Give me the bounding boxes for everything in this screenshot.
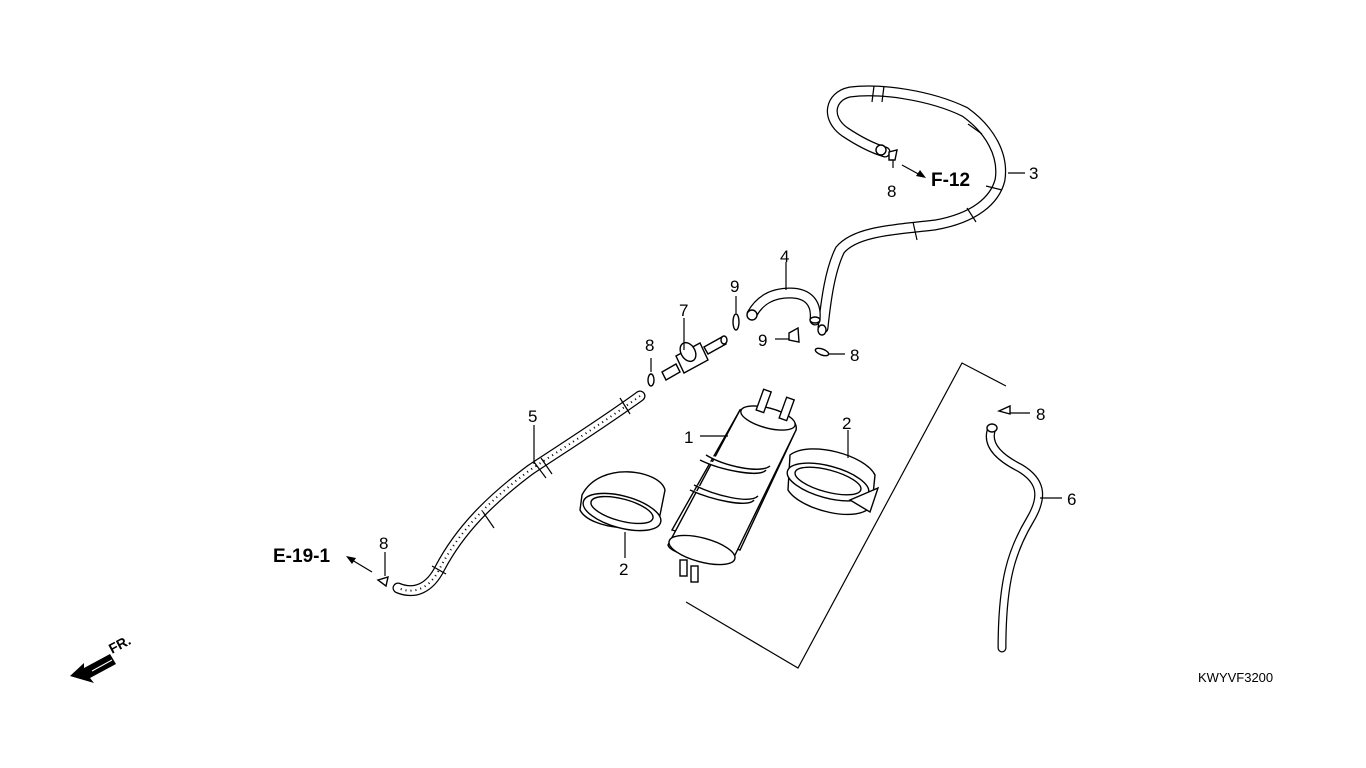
hose-3 [817, 85, 1007, 336]
assembly-bracket-outline [685, 362, 1007, 669]
hose-4 [746, 287, 821, 326]
part-label-7: 7 [679, 301, 688, 320]
clip-9-lower [788, 326, 800, 343]
part-label-2-right: 2 [842, 414, 851, 433]
e191-ref-arrow [346, 556, 373, 573]
part-label-2-left: 2 [619, 560, 628, 579]
part-label-8-e19: 8 [379, 534, 388, 553]
leader-lines [384, 160, 1062, 576]
fuel-pump-1 [667, 388, 797, 583]
part-label-1: 1 [684, 428, 693, 447]
hose-6 [985, 423, 1044, 653]
front-direction-arrow-icon [70, 654, 116, 683]
drawing-code: KWYVF3200 [1198, 670, 1273, 685]
fuel-filter-7 [661, 335, 728, 381]
part-label-8-f12: 8 [887, 182, 896, 201]
reference-e19-1[interactable]: E-19-1 [273, 546, 330, 567]
clip-8-near-e19 [376, 575, 389, 588]
part-label-4: 4 [780, 247, 789, 266]
clip-8-near-hose3-end [814, 347, 830, 357]
clip-8-near-hose6 [996, 404, 1011, 415]
part-label-8-hose6: 8 [1036, 405, 1045, 424]
part-label-5: 5 [528, 407, 537, 426]
rubber-mount-2-right [786, 448, 880, 516]
part-label-9-upper: 9 [730, 277, 739, 296]
part-label-9-lower: 9 [758, 331, 767, 350]
part-label-8-filter: 8 [645, 336, 654, 355]
reference-f12[interactable]: F-12 [931, 170, 970, 191]
clip-8-near-f12 [888, 149, 898, 161]
f12-ref-arrow [901, 164, 926, 178]
part-label-3: 3 [1029, 164, 1038, 183]
rubber-mount-2-left [579, 471, 666, 532]
clip-8-near-filter [647, 373, 655, 387]
part-label-6: 6 [1067, 490, 1076, 509]
front-indicator-label: FR. [106, 632, 133, 657]
part-label-8-hose3-end: 8 [850, 346, 859, 365]
hose-5 [392, 390, 646, 597]
clip-9-upper [732, 313, 740, 331]
